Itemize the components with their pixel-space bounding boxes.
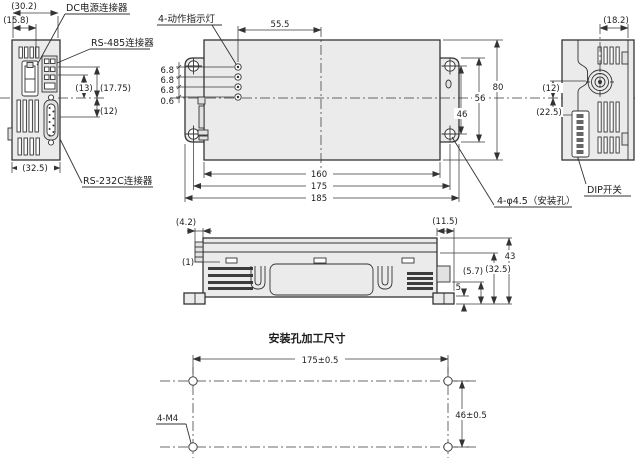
dim-32-5: (32.5)	[22, 164, 48, 174]
label-recess	[269, 263, 374, 296]
mounting-hole-layout: 安装孔加工尺寸 175±0.5 46±0.5 4-M4	[156, 331, 489, 458]
bottom-view-dimensions: (4.2) (1) (11.5) 43 (32.5) (5.7) 5	[176, 217, 518, 312]
vent-slots-left	[16, 99, 40, 156]
left-end-view: (30.2) (15.8) (13) (17.75) (12) (32.5) D…	[0, 2, 154, 188]
tap-holes-label: 4-M4	[157, 414, 178, 424]
dim-55-5: 55.5	[271, 20, 290, 30]
connector-protrusion-left	[194, 241, 204, 263]
dim-0-6: 0.6	[160, 97, 174, 107]
case-clips	[225, 257, 415, 264]
dim-175: 175	[311, 182, 327, 192]
front-top-dimensions: 55.5 4-动作指示灯	[157, 13, 322, 65]
front-mounting-holes	[185, 57, 459, 143]
bezel-seam	[577, 40, 588, 160]
mounting-hole-callout: 4-φ4.5（安装孔）	[451, 136, 575, 208]
dim-43: 43	[505, 252, 516, 262]
side-notch	[7, 127, 13, 141]
dim-56: 56	[475, 94, 486, 104]
bottom-vents-left	[208, 267, 253, 290]
dip-switch-label: DIP开关	[587, 184, 622, 196]
front-view: 55.5 4-动作指示灯 6.8 6.8 6.8 0.6	[157, 13, 637, 208]
mounting-feet	[183, 292, 455, 305]
layout-dimensions: 175±0.5 46±0.5	[192, 354, 489, 448]
vent-slots-right	[597, 46, 620, 154]
tab-edge-bottom	[621, 132, 629, 146]
dim-5: 5	[456, 283, 461, 293]
dim-175-tol: 175±0.5	[302, 356, 339, 366]
operation-indicators-label: 4-动作指示灯	[158, 13, 215, 25]
dim-5-7: (5.7)	[463, 267, 483, 277]
led-pitch-dimensions: 6.8 6.8 6.8 0.6	[160, 62, 234, 107]
dc-power-connector-label: DC电源连接器	[66, 2, 128, 14]
dim-6-8-b: 6.8	[160, 76, 174, 86]
dim-1: (1)	[182, 258, 194, 268]
dim-22-5: (22.5)	[536, 108, 562, 118]
dim-46: 46	[457, 110, 468, 120]
tab-edge-top	[621, 51, 629, 65]
dim-46-tol: 46±0.5	[455, 411, 486, 421]
bottom-view: (4.2) (1) (11.5) 43 (32.5) (5.7) 5	[176, 217, 518, 312]
dip-switch	[571, 110, 590, 158]
dim-160: 160	[311, 170, 327, 180]
rs232c-connector-label: RS-232C连接器	[83, 175, 153, 187]
right-end-view: (18.2) (12) (22.5) DIP开关	[536, 16, 635, 197]
dim-12-right: (12)	[542, 84, 559, 94]
dim-6-8-a: 6.8	[160, 66, 174, 76]
rs485-connector-label: RS-485连接器	[91, 37, 154, 49]
dim-185: 185	[311, 194, 327, 204]
dip-switch-callout: DIP开关	[577, 157, 631, 197]
dim-11-5: (11.5)	[432, 217, 458, 227]
left-view-labels: DC电源连接器 RS-485连接器 RS-232C连接器	[36, 2, 154, 188]
dc-power-connector	[21, 60, 39, 97]
right-view-dimensions: (18.2) (12) (22.5)	[536, 16, 629, 118]
rs232c-connector	[43, 94, 59, 146]
dim-30-2: (30.2)	[11, 2, 37, 12]
dim-18-2: (18.2)	[603, 16, 629, 26]
operation-indicator-leds	[234, 63, 242, 101]
connector-protrusion-right	[436, 265, 451, 283]
layout-holes	[188, 376, 453, 452]
tap-holes-callout: 4-M4	[156, 414, 192, 444]
mounting-section-title: 安装孔加工尺寸	[269, 331, 346, 345]
dim-4-2: (4.2)	[176, 218, 196, 228]
dim-80: 80	[493, 83, 504, 93]
dim-12-left: (12)	[100, 107, 117, 117]
dim-15-8: (15.8)	[3, 16, 29, 26]
left-view-dimensions: (30.2) (15.8) (13) (17.75) (12) (32.5)	[3, 2, 131, 174]
vent-slots-top	[18, 46, 40, 59]
rs485-connector	[41, 55, 58, 93]
dim-17-75: (17.75)	[100, 84, 131, 94]
mounting-holes-label: 4-φ4.5（安装孔）	[497, 195, 575, 207]
front-right-dimensions: 46 56 80	[443, 39, 505, 161]
u-cutouts	[250, 266, 393, 290]
bottom-vents-right	[407, 272, 433, 290]
dim-13: (13)	[75, 84, 92, 94]
dim-6-8-c: 6.8	[160, 86, 174, 96]
tab-slot-hole	[445, 79, 452, 89]
dim-32-5-bottom: (32.5)	[485, 265, 511, 275]
front-bottom-dimensions: 160 175 185	[184, 141, 460, 204]
